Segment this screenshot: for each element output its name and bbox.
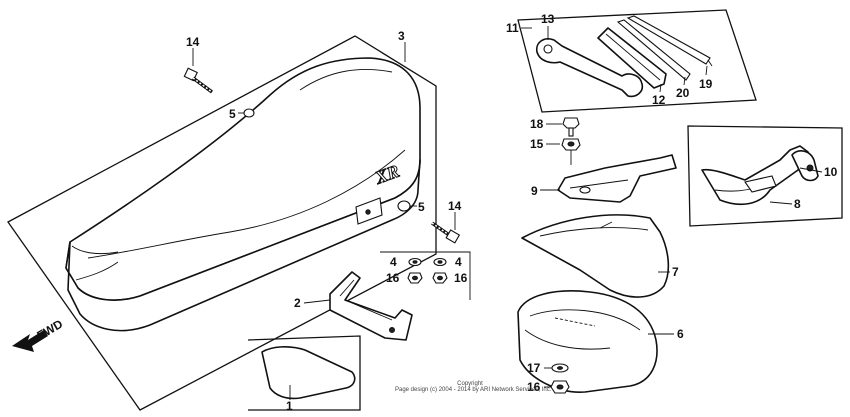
- callout-16-left[interactable]: 16: [386, 271, 400, 285]
- callout-20[interactable]: 20: [676, 86, 690, 100]
- copyright-notice: Copyright Page design (c) 2004 - 2014 by…: [395, 381, 552, 393]
- tool-bag-12[interactable]: [597, 27, 667, 89]
- clip-10[interactable]: [791, 150, 819, 182]
- copyright-line-1: Copyright: [457, 381, 483, 387]
- collar-5-right[interactable]: [397, 200, 417, 212]
- collar-5-top[interactable]: [238, 108, 255, 118]
- copyright-line-2: Page design (c) 2004 - 2014 by ARI Netwo…: [395, 387, 552, 393]
- callout-11[interactable]: 11: [506, 21, 519, 35]
- bolt-14-top[interactable]: [183, 67, 214, 94]
- callout-6[interactable]: 6: [677, 327, 684, 341]
- callout-15[interactable]: 15: [530, 137, 544, 151]
- callout-4-right[interactable]: 4: [455, 255, 462, 269]
- seat-assembly[interactable]: XR: [7, 35, 437, 411]
- callout-16-right[interactable]: 16: [454, 271, 468, 285]
- callout-10[interactable]: 10: [824, 165, 838, 179]
- callout-16-bottom[interactable]: 16: [527, 380, 541, 394]
- callout-12[interactable]: 12: [652, 93, 666, 107]
- callout-19[interactable]: 19: [699, 77, 713, 91]
- handle-19[interactable]: [626, 15, 713, 67]
- nut-15[interactable]: [561, 138, 581, 151]
- bolt-18[interactable]: [562, 117, 580, 137]
- callout-14-middle[interactable]: 14: [448, 199, 462, 213]
- washer-17[interactable]: [551, 363, 569, 373]
- washer-4-left[interactable]: [408, 257, 422, 267]
- callout-5-right[interactable]: 5: [418, 200, 425, 214]
- toolkit-frame: [517, 9, 757, 113]
- nut-16-left[interactable]: [407, 272, 423, 284]
- part-8-frame: [687, 125, 843, 227]
- seat-bracket-2[interactable]: [329, 271, 413, 341]
- callout-17[interactable]: 17: [527, 361, 541, 375]
- callout-3[interactable]: 3: [398, 29, 405, 43]
- callout-18[interactable]: 18: [530, 117, 544, 131]
- cushion-6[interactable]: [517, 290, 658, 393]
- bolt-14-middle[interactable]: [430, 212, 461, 244]
- washer-4-right[interactable]: [433, 257, 447, 267]
- callout-14-top[interactable]: 14: [186, 35, 200, 49]
- part-1-frame: [247, 335, 361, 411]
- callout-9[interactable]: 9: [531, 184, 538, 198]
- callout-1[interactable]: 1: [286, 399, 293, 413]
- screwdriver-20[interactable]: [616, 19, 691, 81]
- direction-label: FWD: [35, 317, 66, 343]
- callout-2[interactable]: 2: [294, 296, 301, 310]
- leader-lines: [192, 26, 823, 400]
- bracket-8[interactable]: [701, 145, 809, 206]
- washer-nut-group: [380, 251, 471, 300]
- fender-7[interactable]: [521, 214, 670, 298]
- forward-arrow-icon: FWD: [12, 317, 65, 352]
- nut-16-bottom[interactable]: [550, 380, 570, 394]
- callout-8[interactable]: 8: [794, 197, 801, 211]
- callout-7[interactable]: 7: [672, 265, 679, 279]
- callout-5-top[interactable]: 5: [229, 107, 236, 121]
- callout-13[interactable]: 13: [541, 12, 555, 26]
- bracket-9[interactable]: [557, 154, 677, 203]
- seat-pad-1[interactable]: [261, 346, 356, 400]
- callout-4-left[interactable]: 4: [390, 255, 397, 269]
- nut-16-right[interactable]: [432, 272, 448, 284]
